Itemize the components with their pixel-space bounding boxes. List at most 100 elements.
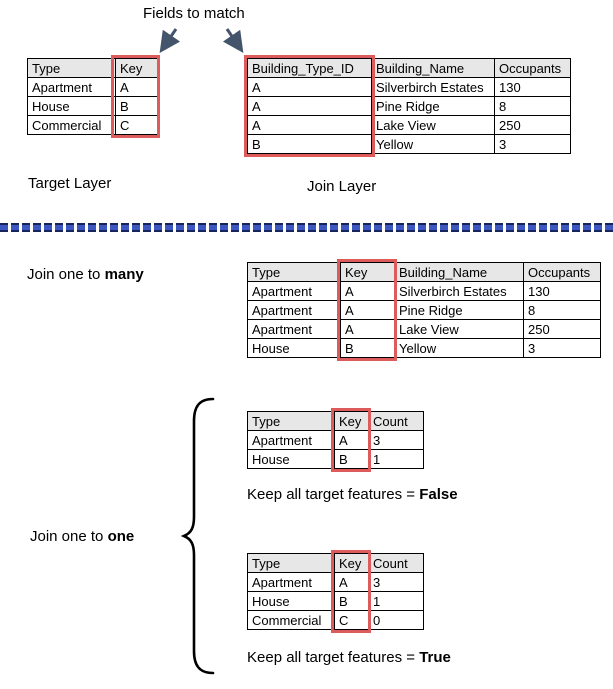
table-cell: A xyxy=(115,77,158,97)
table-cell: A xyxy=(247,77,372,97)
table-cell: Lake View xyxy=(394,319,524,339)
table-cell: House xyxy=(247,449,335,469)
table-cell: Apartment xyxy=(247,430,335,450)
table-cell: House xyxy=(247,338,341,358)
table-cell: Commercial xyxy=(27,115,116,135)
table-cell: 250 xyxy=(523,319,601,339)
false-caption-bold: False xyxy=(419,486,458,503)
table-cell: 3 xyxy=(494,134,571,154)
table-cell: Lake View xyxy=(371,115,495,135)
column-header: Count xyxy=(368,553,424,573)
column-header: Occupants xyxy=(523,262,601,282)
table-cell: 0 xyxy=(368,610,424,630)
join-one-to-many-label-prefix: Join one to xyxy=(27,266,105,283)
table-cell: Pine Ridge xyxy=(371,96,495,116)
column-header: Occupants xyxy=(494,58,571,78)
false-caption: Keep all target features = False xyxy=(247,486,458,503)
arrow-to-target-key-icon xyxy=(159,28,181,53)
table-cell: B xyxy=(340,338,395,358)
table-cell: Pine Ridge xyxy=(394,300,524,320)
table-cell: Yellow xyxy=(371,134,495,154)
table-cell: Apartment xyxy=(247,281,341,301)
table-cell: Silverbirch Estates xyxy=(394,281,524,301)
column-header: Key xyxy=(334,553,369,573)
true-caption-bold: True xyxy=(419,649,451,666)
table-cell: A xyxy=(334,430,369,450)
table-cell: Apartment xyxy=(247,572,335,592)
table-cell: House xyxy=(247,591,335,611)
table-cell: C xyxy=(115,115,158,135)
table-cell: 130 xyxy=(494,77,571,97)
column-header: Type xyxy=(247,262,341,282)
table-cell: A xyxy=(340,300,395,320)
table-cell: 1 xyxy=(368,449,424,469)
table-cell: Apartment xyxy=(27,77,116,97)
join-layer-label: Join Layer xyxy=(307,178,377,195)
fields-to-match-label: Fields to match xyxy=(143,5,245,22)
join-one-to-one-label-bold: one xyxy=(107,528,135,545)
arrow-to-join-key-icon xyxy=(222,28,244,53)
fields-to-match-arrows xyxy=(159,28,244,53)
true-caption-prefix: Keep all target features = xyxy=(247,649,420,666)
column-header: Key xyxy=(334,411,369,431)
join-one-to-many-label-bold: many xyxy=(104,266,144,283)
table-cell: A xyxy=(247,96,372,116)
table-cell: C xyxy=(334,610,369,630)
table-cell: B xyxy=(247,134,372,154)
table-cell: A xyxy=(340,281,395,301)
column-header: Building_Name xyxy=(371,58,495,78)
table-cell: 3 xyxy=(523,338,601,358)
table-cell: 130 xyxy=(523,281,601,301)
table-cell: B xyxy=(334,591,369,611)
table-cell: Yellow xyxy=(394,338,524,358)
false-caption-prefix: Keep all target features = xyxy=(247,486,420,503)
join-one-to-many-label: Join one to many xyxy=(27,266,144,283)
table-cell: 1 xyxy=(368,591,424,611)
column-header: Building_Type_ID xyxy=(247,58,372,78)
column-header: Building_Name xyxy=(394,262,524,282)
table-cell: Commercial xyxy=(247,610,335,630)
column-header: Type xyxy=(247,411,335,431)
table-cell: 3 xyxy=(368,430,424,450)
true-caption: Keep all target features = True xyxy=(247,649,451,666)
table-cell: Apartment xyxy=(247,300,341,320)
column-header: Count xyxy=(368,411,424,431)
column-header: Key xyxy=(115,58,158,78)
column-header: Type xyxy=(247,553,335,573)
table-cell: Silverbirch Estates xyxy=(371,77,495,97)
join-one-to-one-label: Join one to one xyxy=(30,528,134,545)
table-cell: 250 xyxy=(494,115,571,135)
column-header: Key xyxy=(340,262,395,282)
table-cell: 3 xyxy=(368,572,424,592)
table-cell: 8 xyxy=(494,96,571,116)
table-cell: 8 xyxy=(523,300,601,320)
table-cell: Apartment xyxy=(247,319,341,339)
dashed-divider xyxy=(0,223,613,232)
